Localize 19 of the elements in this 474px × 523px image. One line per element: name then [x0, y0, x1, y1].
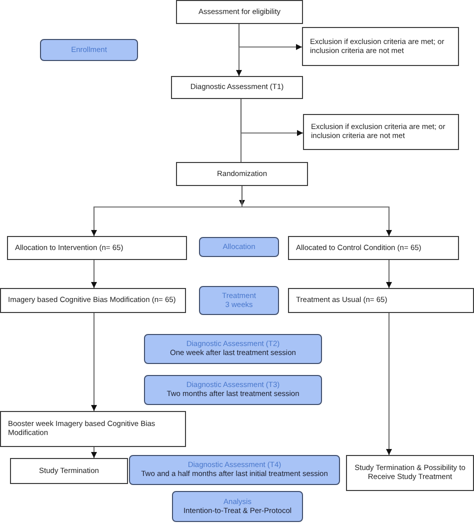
stage-box [40, 39, 138, 61]
process-box [288, 236, 459, 260]
process-box [288, 288, 474, 313]
process-box [176, 0, 303, 24]
stage-box [129, 455, 340, 485]
stage-box [199, 286, 279, 315]
process-box [10, 458, 128, 484]
stage-box [144, 375, 322, 405]
process-box [303, 114, 459, 150]
process-box [171, 76, 303, 99]
process-box [302, 27, 459, 66]
stage-box [199, 237, 279, 257]
stage-box [144, 334, 322, 364]
process-box [0, 288, 186, 313]
process-box [346, 455, 474, 491]
process-box [7, 236, 187, 260]
stage-box [172, 491, 303, 522]
process-box [0, 411, 186, 447]
process-box [176, 162, 308, 186]
